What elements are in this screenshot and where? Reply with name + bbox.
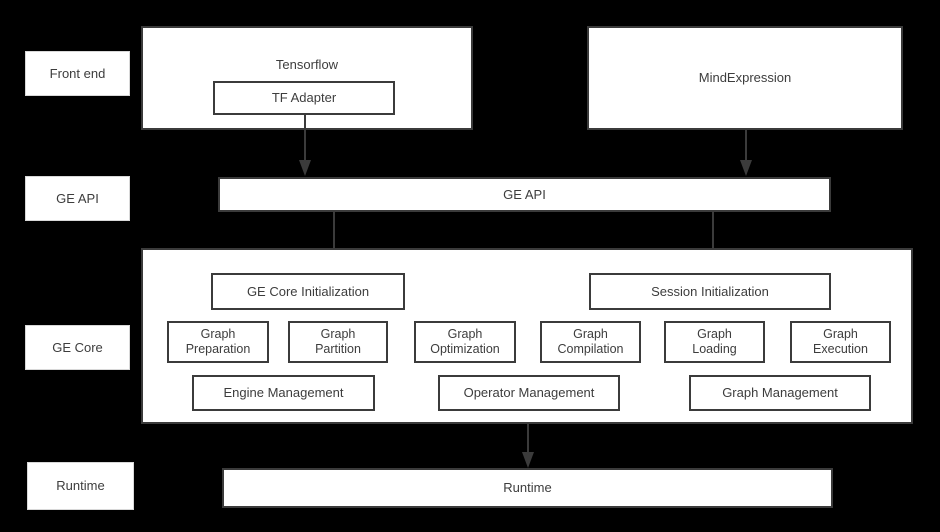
arrow-gecore-to-runtime <box>519 424 537 470</box>
unit-graph-compilation: Graph Compilation <box>540 321 641 363</box>
tf-adapter-label: TF Adapter <box>271 90 337 106</box>
unit-graph-execution-label: Graph Execution <box>813 327 868 356</box>
arrow-mindexpression-to-geapi <box>737 130 755 178</box>
layer-label-front-end-text: Front end <box>49 65 106 81</box>
unit-graph-loading: Graph Loading <box>664 321 765 363</box>
engine-management-label: Engine Management <box>223 385 344 401</box>
layer-label-ge-core: GE Core <box>25 325 130 370</box>
operator-management-box: Operator Management <box>438 375 620 411</box>
graph-management-label: Graph Management <box>722 385 838 401</box>
unit-graph-optimization-label: Graph Optimization <box>430 327 500 356</box>
graph-management-box: Graph Management <box>689 375 871 411</box>
unit-graph-execution: Graph Execution <box>790 321 891 363</box>
ge-core-initialization-box: GE Core Initialization <box>211 273 405 310</box>
layer-label-runtime: Runtime <box>27 462 134 510</box>
unit-graph-compilation-label: Graph Compilation <box>557 327 624 356</box>
arrow-tfadapter-to-geapi <box>296 114 314 178</box>
mindexpression-label: MindExpression <box>698 70 792 86</box>
tf-adapter-box: TF Adapter <box>213 81 395 115</box>
ge-api-bar-label: GE API <box>503 186 546 202</box>
tensorflow-group-title: Tensorflow <box>275 57 339 72</box>
layer-label-runtime-text: Runtime <box>56 478 105 494</box>
ge-core-initialization-label: GE Core Initialization <box>246 283 370 299</box>
unit-graph-loading-label: Graph Loading <box>692 327 737 356</box>
mindexpression-box: MindExpression <box>587 26 903 130</box>
runtime-bar-label: Runtime <box>503 480 552 496</box>
layer-label-ge-api-text: GE API <box>56 190 99 206</box>
layer-label-ge-core-text: GE Core <box>52 339 103 355</box>
unit-graph-preparation-label: Graph Preparation <box>185 327 251 356</box>
session-initialization-box: Session Initialization <box>589 273 831 310</box>
operator-management-label: Operator Management <box>463 385 595 401</box>
unit-graph-preparation: Graph Preparation <box>167 321 269 363</box>
layer-label-ge-api: GE API <box>25 176 130 221</box>
unit-graph-partition-label: Graph Partition <box>315 327 361 356</box>
session-initialization-label: Session Initialization <box>651 283 769 299</box>
unit-graph-optimization: Graph Optimization <box>414 321 516 363</box>
layer-label-front-end: Front end <box>25 51 130 96</box>
unit-graph-partition: Graph Partition <box>288 321 388 363</box>
ge-api-bar: GE API <box>218 177 831 212</box>
runtime-bar: Runtime <box>222 468 833 508</box>
engine-management-box: Engine Management <box>192 375 375 411</box>
